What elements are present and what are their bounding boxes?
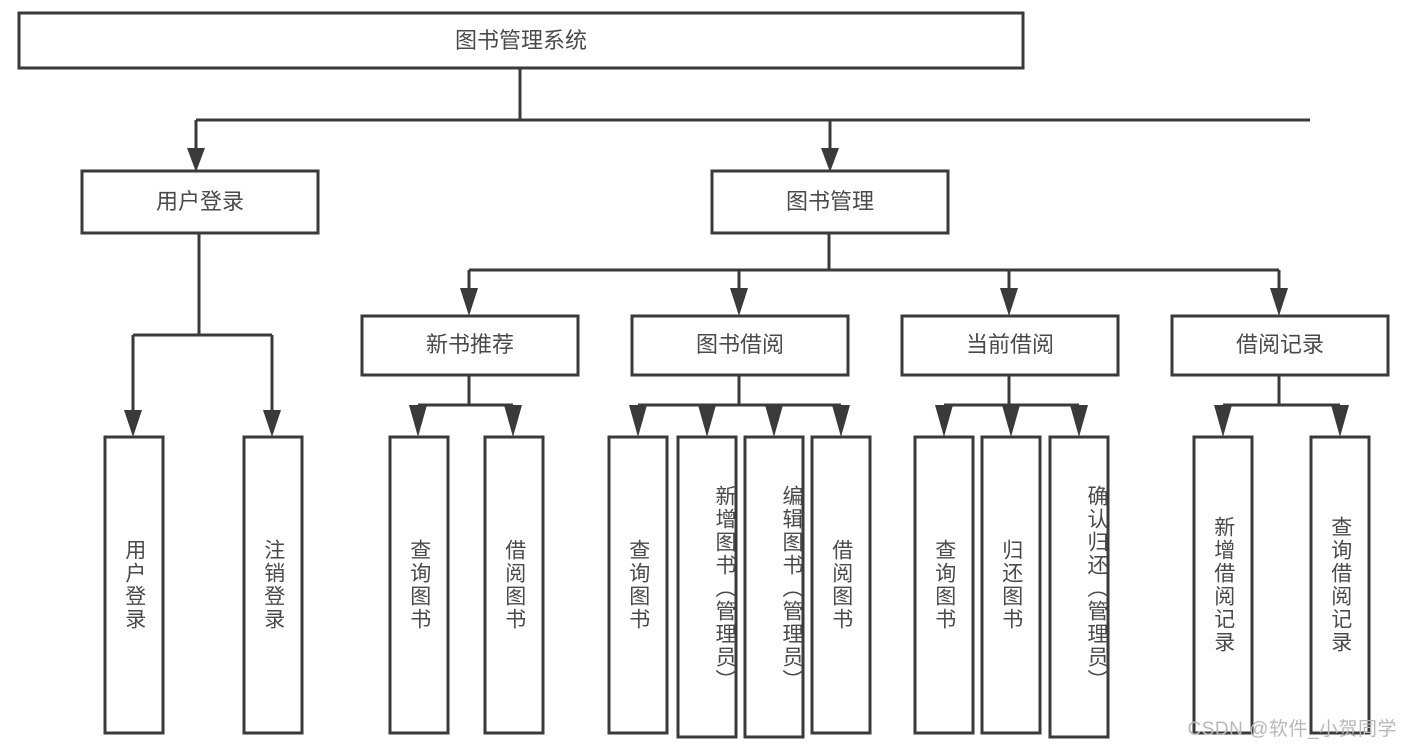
connector-group-new-book	[409, 375, 522, 437]
leaf-box-user-login[interactable]	[103, 435, 165, 735]
leaf-box-bb-borrow-book[interactable]	[810, 435, 872, 735]
node-new-book-recommend-box[interactable]	[360, 314, 580, 377]
new-book-to-leaves-connector	[416, 375, 515, 412]
connector-group-book-borrow	[629, 375, 850, 437]
connector-group-borrow-record	[1214, 375, 1349, 437]
node-book-borrow[interactable]: 图书借阅	[630, 314, 850, 377]
arrow-to-leaf-cb-confirm	[1070, 405, 1088, 437]
node-new-book-recommend-label: 新书推荐	[426, 332, 514, 357]
node-current-borrow-label: 当前借阅	[966, 332, 1054, 357]
arrow-to-book-borrow	[730, 288, 748, 316]
arrow-to-leaf-bb-edit	[765, 405, 783, 437]
arrow-to-leaf-cb-return	[1002, 405, 1020, 437]
node-book-borrow-label: 图书借阅	[696, 332, 784, 357]
node-root[interactable]: 图书管理系统	[17, 11, 1025, 70]
connector-group-root	[187, 68, 1310, 172]
leaf-box-cb-query-book[interactable]	[913, 435, 975, 735]
arrow-to-leaf-user-login	[124, 410, 142, 437]
leaf-group-user-login	[103, 435, 304, 735]
arrow-to-leaf-logout	[263, 410, 281, 437]
leaf-box-bb-add-book[interactable]	[676, 435, 738, 739]
leaf-box-bb-edit-book[interactable]	[743, 435, 805, 739]
node-root-box[interactable]	[17, 11, 1025, 70]
arrow-to-borrow-record	[1270, 288, 1288, 316]
node-user-login-box[interactable]	[80, 169, 320, 235]
book-borrow-to-leaves-connector	[636, 375, 843, 412]
arrow-to-leaf-nb-query	[409, 405, 427, 437]
arrow-to-current-borrow	[1000, 288, 1018, 316]
node-book-borrow-box[interactable]	[630, 314, 850, 377]
leaf-box-nb-query-book[interactable]	[388, 435, 450, 735]
leaf-box-bb-query-book[interactable]	[607, 435, 669, 735]
leaf-box-cb-return-book[interactable]	[980, 435, 1042, 735]
node-book-manage-box[interactable]	[710, 169, 950, 235]
user-login-to-leaves-connector	[131, 233, 274, 412]
arrow-to-leaf-cb-query	[935, 405, 953, 437]
node-book-manage-label: 图书管理	[786, 189, 874, 214]
arrow-to-leaf-br-query	[1331, 405, 1349, 437]
leaf-box-br-add-record[interactable]	[1192, 435, 1254, 735]
node-new-book-recommend[interactable]: 新书推荐	[360, 314, 580, 377]
node-current-borrow-box[interactable]	[900, 314, 1120, 377]
borrow-record-to-leaves-connector	[1221, 375, 1342, 412]
book-manage-to-level3-connector	[467, 233, 1281, 290]
leaf-group-book-borrow	[607, 435, 872, 739]
arrow-to-new-book	[460, 288, 478, 316]
leaf-box-logout[interactable]	[242, 435, 304, 735]
connector-group-user-login	[124, 233, 281, 437]
node-book-manage[interactable]: 图书管理	[710, 169, 950, 235]
root-to-level2-connector	[194, 68, 1310, 150]
arrow-to-user-login	[187, 148, 205, 172]
node-borrow-record-label: 借阅记录	[1236, 332, 1324, 357]
node-user-login[interactable]: 用户登录	[80, 169, 320, 235]
node-borrow-record[interactable]: 借阅记录	[1170, 314, 1390, 377]
arrow-to-leaf-br-add	[1214, 405, 1232, 437]
connector-group-current-borrow	[935, 375, 1088, 437]
arrow-to-leaf-bb-add	[698, 405, 716, 437]
arrow-to-leaf-bb-borrow	[832, 405, 850, 437]
connector-group-book-manage	[460, 233, 1288, 316]
node-current-borrow[interactable]: 当前借阅	[900, 314, 1120, 377]
arrow-to-leaf-nb-borrow	[504, 405, 522, 437]
node-borrow-record-box[interactable]	[1170, 314, 1390, 377]
leaf-box-cb-confirm-return[interactable]	[1048, 435, 1110, 739]
leaf-group-new-book	[388, 435, 545, 735]
leaf-box-nb-borrow-book[interactable]	[483, 435, 545, 735]
leaf-group-borrow-record	[1192, 435, 1371, 735]
arrow-to-leaf-bb-query	[629, 405, 647, 437]
arrow-to-book-manage	[821, 148, 839, 172]
leaf-group-current-borrow	[913, 435, 1110, 739]
watermark: CSDN @软件_小贺同学	[1187, 719, 1397, 740]
node-user-login-label: 用户登录	[156, 189, 244, 214]
node-root-label: 图书管理系统	[455, 28, 587, 53]
leaf-box-br-query-record[interactable]	[1309, 435, 1371, 735]
